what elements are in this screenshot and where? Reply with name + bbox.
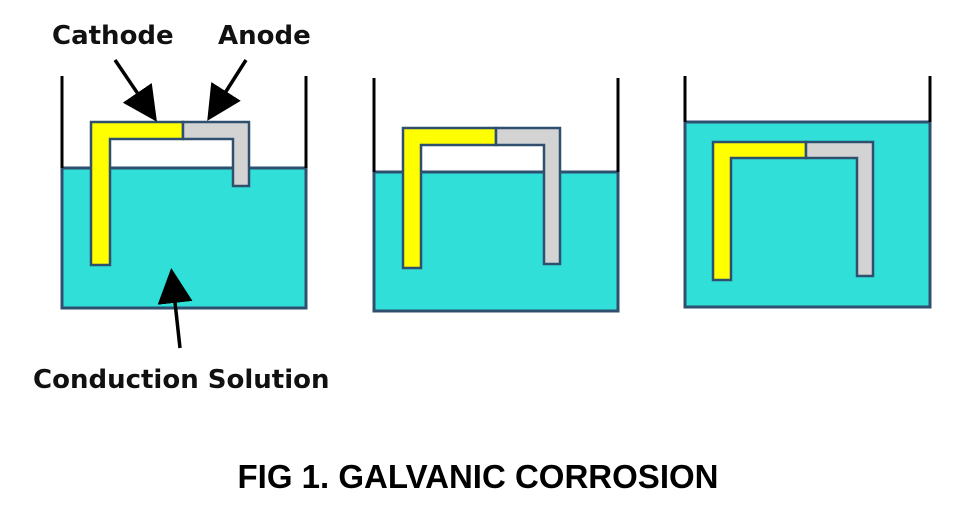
- cathode-label: Cathode: [52, 21, 174, 51]
- solution-arrow: [157, 268, 193, 349]
- beaker-2-solution: [372, 170, 620, 313]
- beaker-2: [372, 78, 620, 313]
- anode-arrow: [207, 59, 248, 121]
- beaker-3: [683, 76, 932, 309]
- cathode-arrow: [113, 59, 157, 122]
- beaker-2-anode-electrode: [494, 126, 562, 266]
- beaker-3-anode-electrode: [804, 140, 875, 278]
- figure-caption: FIG 1. GALVANIC CORROSION: [238, 458, 719, 495]
- solution-label: Conduction Solution: [33, 365, 329, 395]
- beaker-1-anode-electrode: [181, 120, 251, 188]
- beaker-1: [60, 76, 308, 310]
- anode-label: Anode: [218, 21, 311, 51]
